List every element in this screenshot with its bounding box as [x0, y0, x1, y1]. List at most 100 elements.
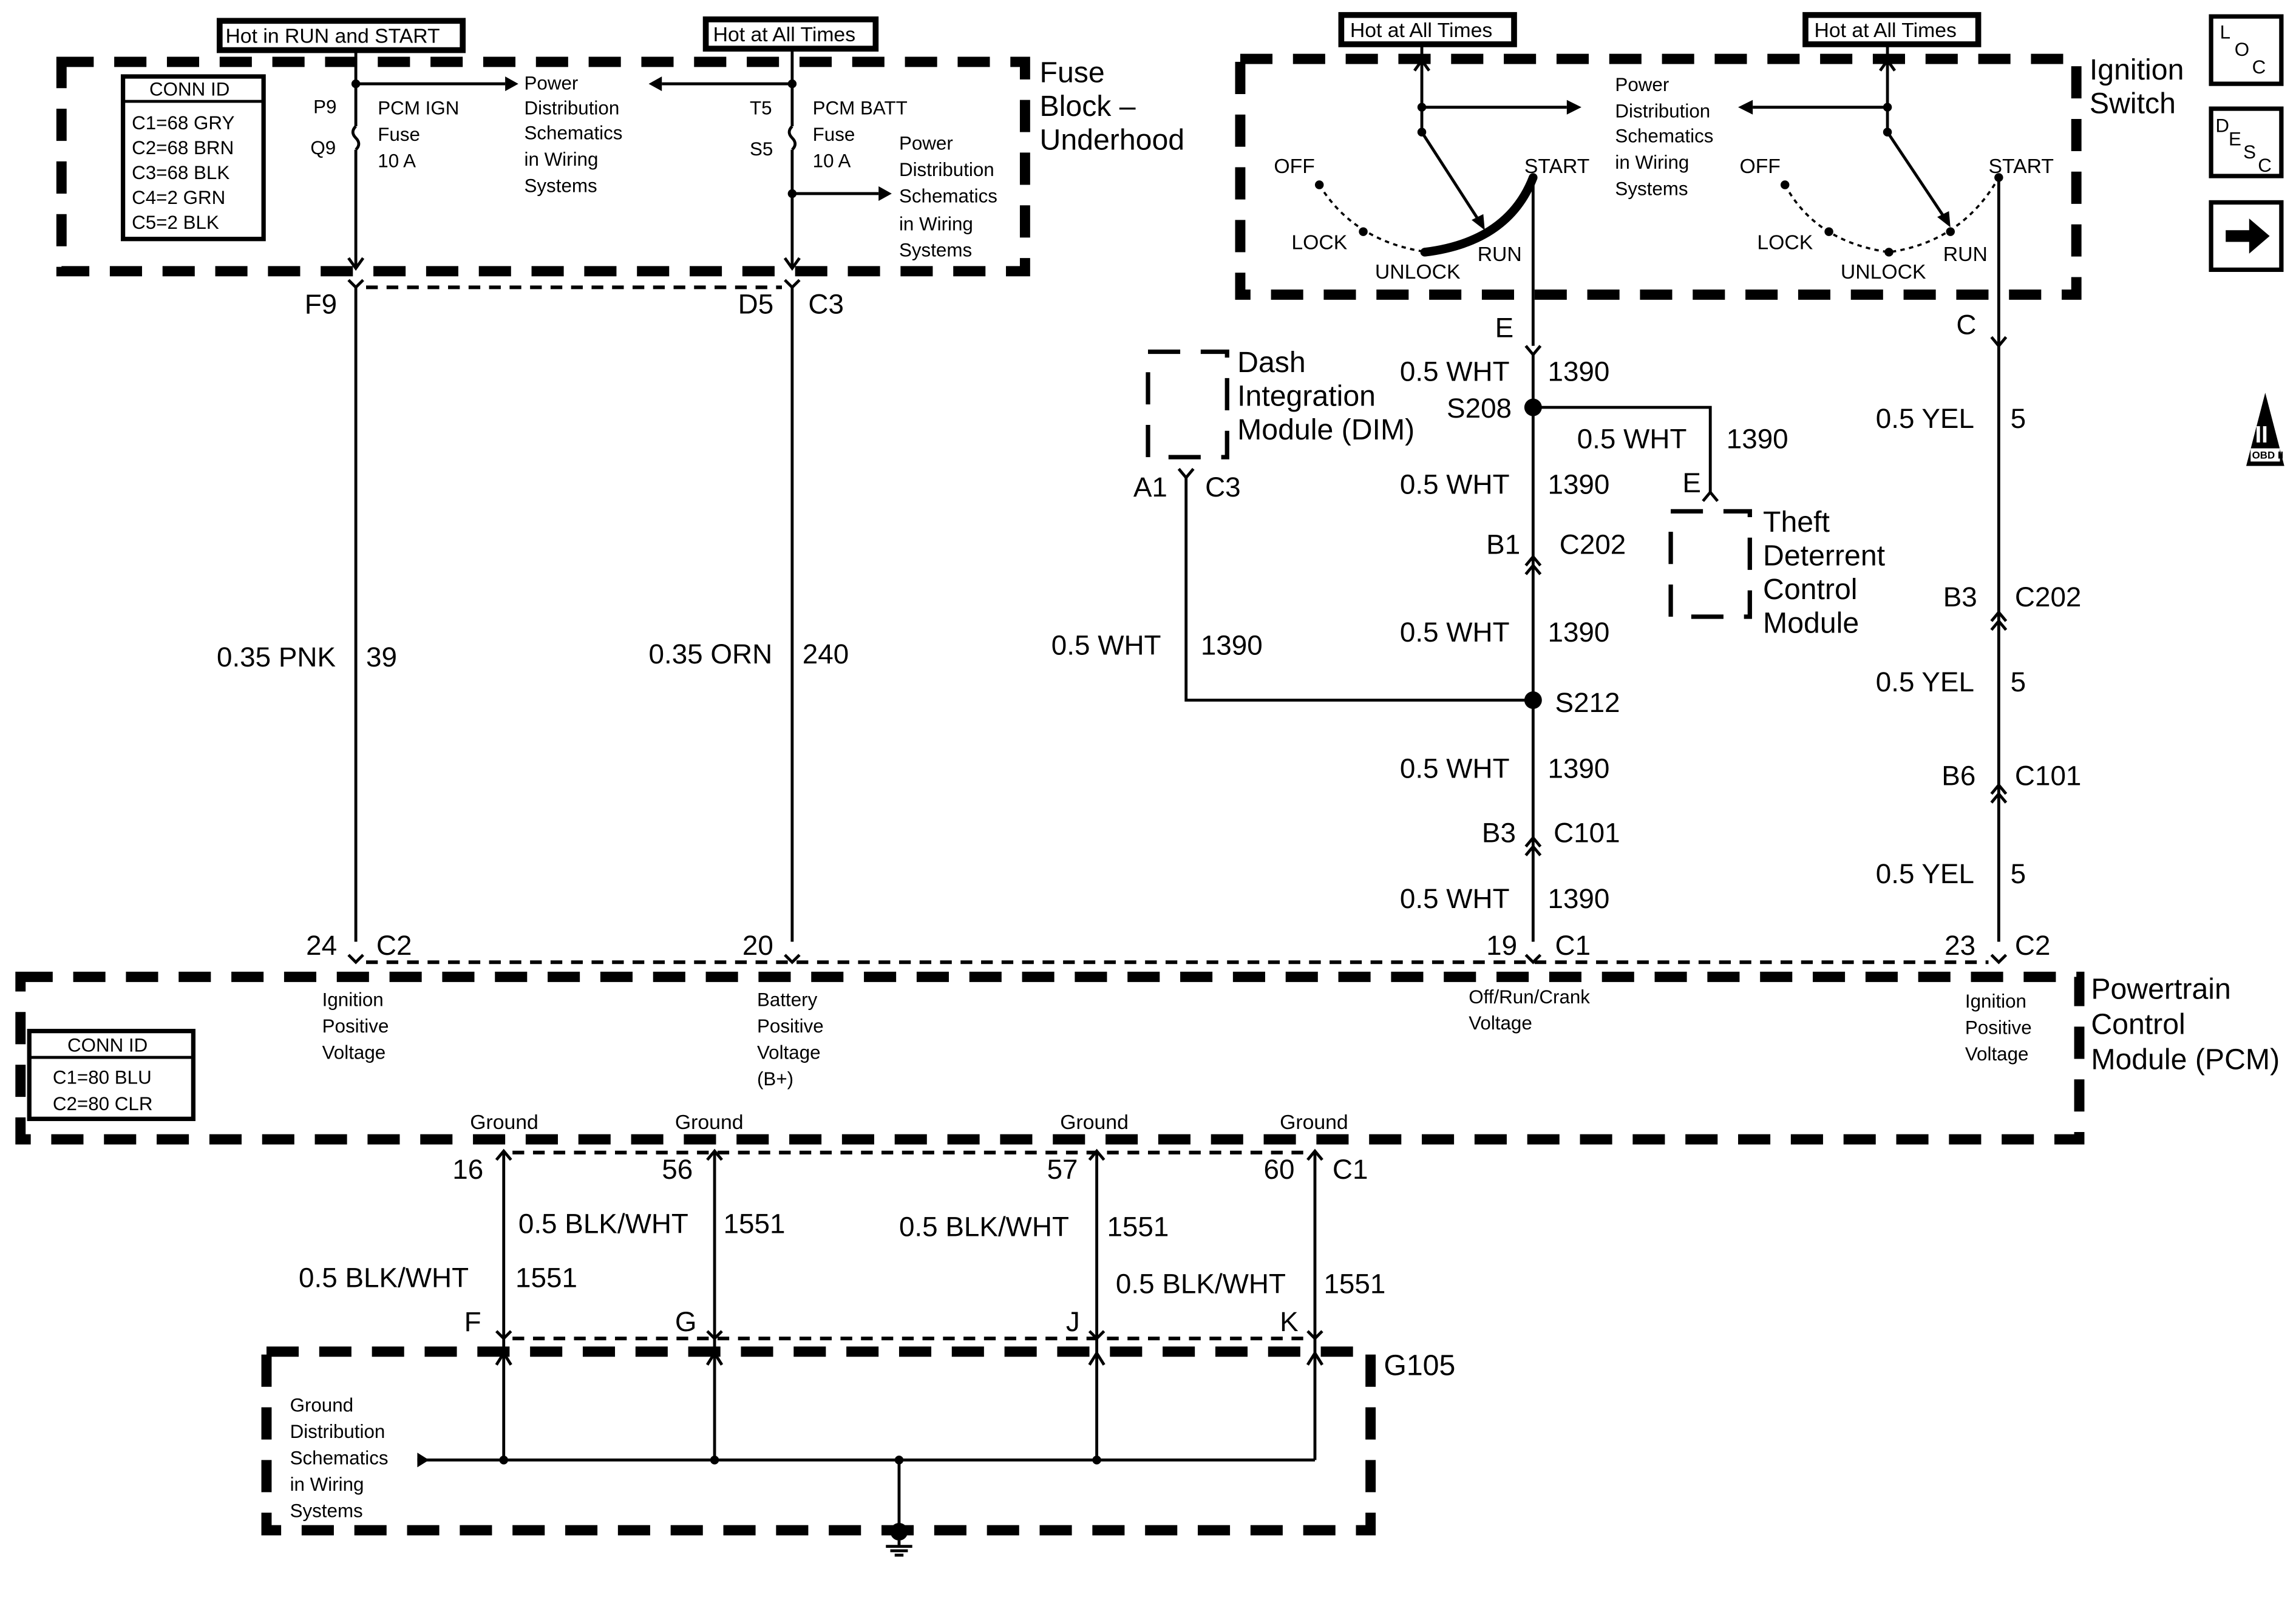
- wire-yel-circuit: 5: [2011, 858, 2026, 889]
- fuse1-label: Fuse: [378, 124, 420, 145]
- switch-right-start: START: [1988, 155, 2054, 178]
- connector-c101-yel-mark: [1990, 782, 2008, 795]
- splice-s212: [1524, 691, 1542, 709]
- desc-icon[interactable]: D E S C: [2209, 106, 2284, 178]
- pcm-conn-c2: C2: [376, 930, 412, 961]
- fuse2-label: 10 A: [813, 151, 851, 172]
- svg-text:Voltage: Voltage: [757, 1042, 821, 1063]
- svg-text:Hot at All Times: Hot at All Times: [1350, 19, 1492, 42]
- wire-wht-circuit: 1390: [1547, 617, 1609, 648]
- connector-e-mark: [1524, 345, 1542, 358]
- svg-text:Module (DIM): Module (DIM): [1237, 413, 1415, 446]
- connector-c202: C202: [1560, 529, 1626, 560]
- ignition-switch-outline: [1235, 53, 2082, 300]
- theft-pin-e: E: [1682, 467, 1701, 498]
- wire-yel-label: 0.5 YEL: [1876, 858, 1974, 889]
- pcm-pin-19: 19: [1486, 930, 1517, 961]
- svg-text:Voltage: Voltage: [322, 1042, 386, 1063]
- splice-s208-label: S208: [1447, 393, 1512, 424]
- svg-text:CONN ID: CONN ID: [67, 1034, 148, 1056]
- wire-wht-label: 0.5 WHT: [1400, 469, 1510, 500]
- pcm-ground-label: Ground: [1060, 1111, 1129, 1134]
- wire-wht-label: 0.5 WHT: [1400, 356, 1510, 387]
- ground-wire-label: 0.5 BLK/WHT: [899, 1211, 1069, 1242]
- connector-c101: C101: [1554, 817, 1620, 848]
- svg-text:Power: Power: [524, 73, 578, 94]
- pcm-ground-label: Ground: [675, 1111, 744, 1134]
- pcm-desc-orc: Off/Run/Crank Voltage: [1469, 986, 1590, 1034]
- switch-left-run: RUN: [1478, 243, 1522, 266]
- wire-pnk-label: 0.35 PNK: [217, 642, 336, 673]
- fuse-conn-id-row: C5=2 BLK: [132, 212, 219, 233]
- fuse-conn-id-row: C3=68 BLK: [132, 162, 229, 183]
- pcm-conn-c1-bottom: C1: [1333, 1154, 1368, 1185]
- fuse-block-outline: [56, 56, 1030, 277]
- svg-text:Hot in RUN and START: Hot in RUN and START: [225, 25, 440, 48]
- ground-wire-label: 0.5 BLK/WHT: [518, 1208, 688, 1239]
- wire-wht-label: 0.5 WHT: [1051, 630, 1161, 661]
- svg-text:Power: Power: [1615, 74, 1669, 95]
- svg-text:(B+): (B+): [757, 1068, 793, 1090]
- theft-module-box: [1668, 509, 1752, 619]
- power-dist-note-1: Power Distribution Schematics in Wiring …: [524, 73, 622, 197]
- wire-orn-circuit: 240: [803, 639, 849, 670]
- ignition-switch-title-1: Ignition: [2090, 53, 2184, 86]
- svg-text:Distribution: Distribution: [899, 159, 994, 180]
- switch-right-unlock: UNLOCK: [1841, 260, 1926, 283]
- theft-module-title: Theft Deterrent Control Module: [1763, 506, 1886, 639]
- svg-text:Distribution: Distribution: [290, 1421, 385, 1442]
- ignition-switch-left: OFF LOCK UNLOCK RUN START: [1274, 44, 1589, 346]
- svg-text:Distribution: Distribution: [1615, 101, 1710, 122]
- pin-c: C: [1956, 310, 1976, 341]
- fuse2-pin-top: T5: [750, 98, 772, 119]
- next-arrow-icon[interactable]: [2209, 200, 2284, 273]
- ground-pin-j: J: [1066, 1306, 1080, 1337]
- fuse-conn-id-row: C4=2 GRN: [132, 187, 225, 208]
- pin-b3-yel: B3: [1943, 581, 1977, 612]
- pin-f9: F9: [305, 289, 337, 320]
- svg-text:Schematics: Schematics: [899, 185, 997, 206]
- svg-text:OBD II: OBD II: [2252, 450, 2284, 461]
- svg-text:Schematics: Schematics: [524, 123, 622, 144]
- svg-text:Powertrain: Powertrain: [2091, 973, 2230, 1006]
- ground-wire-circuit: 1551: [515, 1263, 577, 1293]
- svg-text:Positive: Positive: [322, 1015, 389, 1037]
- hot-all-times-ign-right-tag: Hot at All Times: [1802, 12, 1982, 47]
- pcm-title: Powertrain Control Module (PCM): [2091, 973, 2280, 1076]
- svg-text:Deterrent: Deterrent: [1763, 540, 1886, 572]
- svg-text:Systems: Systems: [290, 1500, 363, 1521]
- svg-text:Battery: Battery: [757, 989, 818, 1011]
- dim-module-box: [1146, 349, 1229, 459]
- loc-icon[interactable]: L O C: [2209, 14, 2284, 86]
- connector-c202-yel-mark: [1990, 610, 2008, 622]
- pcm-desc-ign2: Ignition Positive Voltage: [1965, 991, 2032, 1065]
- svg-text:Voltage: Voltage: [1469, 1012, 1532, 1034]
- pcm-desc-batt: Battery Positive Voltage (B+): [757, 989, 824, 1090]
- svg-text:Schematics: Schematics: [290, 1448, 389, 1469]
- connector-c202-yel: C202: [2015, 581, 2082, 612]
- wire-yel-circuit: 5: [2011, 403, 2026, 434]
- connector-d5-mark: [784, 279, 801, 290]
- svg-text:Positive: Positive: [1965, 1017, 2032, 1038]
- connector-theft-mark: [1702, 490, 1719, 503]
- wire-wht-label: 0.5 WHT: [1400, 753, 1510, 784]
- svg-text:C: C: [2252, 56, 2266, 78]
- ground-wire-circuit: 1551: [1107, 1211, 1169, 1242]
- ground-wire-label: 0.5 BLK/WHT: [1116, 1268, 1286, 1299]
- pin-e: E: [1495, 312, 1514, 343]
- svg-text:in Wiring: in Wiring: [899, 213, 973, 234]
- fuse-block-title-2: Block –: [1040, 90, 1136, 123]
- pcm-outline: [15, 971, 2085, 1145]
- wire-wht-label: 0.5 WHT: [1577, 424, 1687, 455]
- switch-right-off: OFF: [1739, 155, 1780, 178]
- wire-yel-label: 0.5 YEL: [1876, 403, 1974, 434]
- svg-text:Off/Run/Crank: Off/Run/Crank: [1469, 986, 1590, 1008]
- pcm-pin-24: 24: [306, 930, 337, 961]
- pcm-ground-label: Ground: [470, 1111, 538, 1134]
- svg-text:Dash: Dash: [1237, 346, 1306, 379]
- fuse1-label: 10 A: [378, 151, 416, 172]
- pcm-pin-56: 56: [662, 1154, 693, 1185]
- fuse-block-title-3: Underhood: [1040, 124, 1185, 157]
- pcm-conn-c2b: C2: [2015, 930, 2051, 961]
- pcm-batt-fuse: T5 S5 PCM BATT Fuse 10 A: [648, 49, 908, 271]
